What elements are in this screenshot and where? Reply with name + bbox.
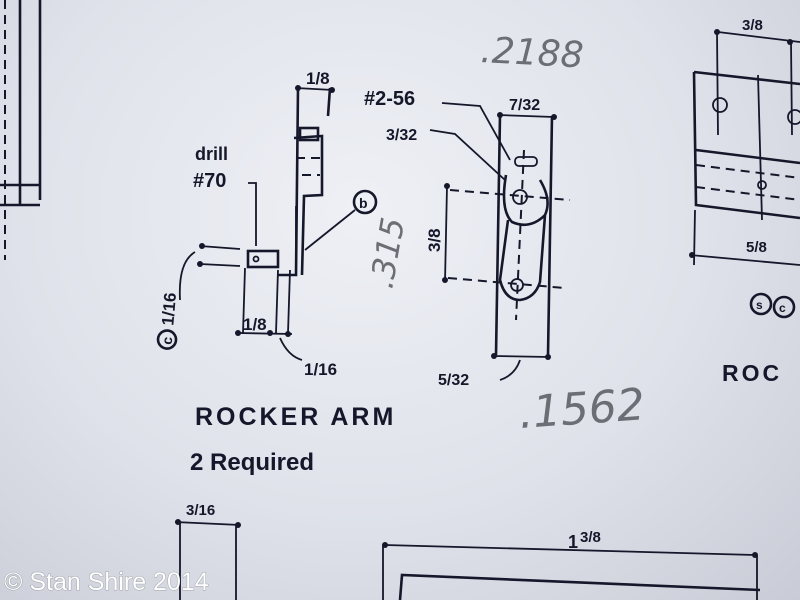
pencil-note-bottom: .1562 — [517, 379, 646, 439]
part-title: ROCKER ARM — [195, 403, 396, 431]
bottom-parts — [174, 519, 761, 600]
screw-size: #2-56 — [364, 88, 415, 110]
dim-boss-height: 1/16 — [158, 292, 180, 327]
callout-c: c — [159, 336, 176, 345]
callout-c-right: c — [779, 301, 786, 315]
dim-front-bottom-width: 5/32 — [438, 372, 469, 389]
dim-bottom-left: 3/16 — [186, 502, 215, 519]
dim-slot: 3/32 — [386, 127, 417, 144]
right-part-title: ROC — [722, 360, 782, 386]
dim-right-top: 3/8 — [742, 17, 763, 34]
callout-b: b — [359, 195, 368, 211]
dim-bottom-right-whole: 1 — [568, 532, 578, 552]
rocker-side-view — [178, 85, 378, 361]
part-quantity: 2 Required — [190, 449, 314, 476]
drill-size: #70 — [193, 170, 226, 192]
dim-side-top-width: 1/8 — [306, 69, 330, 88]
callout-s: s — [756, 298, 763, 312]
dim-bottom-right-frac: 3/8 — [580, 529, 601, 546]
dim-right-bottom: 5/8 — [746, 239, 767, 256]
rocker-front-view — [429, 102, 571, 381]
dim-base-offset: 1/16 — [304, 360, 337, 379]
dim-front-top-width: 7/32 — [509, 97, 540, 114]
copyright-watermark: © Stan Shire 2014 — [4, 568, 209, 596]
left-edge-part — [0, 0, 42, 260]
pencil-note-top: .2188 — [480, 30, 585, 76]
dim-hole-spacing: 3/8 — [425, 228, 444, 252]
dim-base-width: 1/8 — [243, 315, 267, 334]
right-part-view — [689, 29, 800, 319]
drill-label: drill — [195, 144, 228, 164]
